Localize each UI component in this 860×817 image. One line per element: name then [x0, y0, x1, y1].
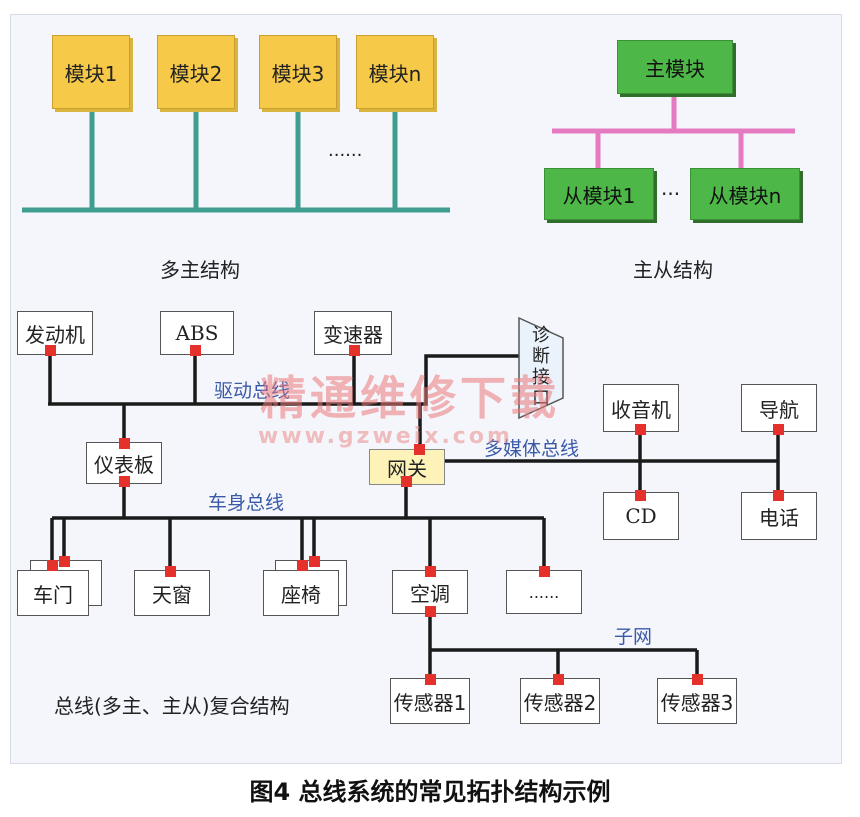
master-slave-bus — [552, 94, 795, 168]
multimedia-bus-label: 多媒体总线 — [484, 438, 580, 460]
connector-dot — [401, 476, 412, 487]
module-n: 模块n — [356, 35, 434, 109]
watermark-url: www.gzweix.com — [258, 424, 513, 449]
subnet-label: 子网 — [614, 626, 653, 648]
node-engine: 发动机 — [17, 311, 93, 355]
body-bus-label: 车身总线 — [208, 492, 285, 514]
connector-dot — [349, 345, 360, 356]
connector-dot — [425, 566, 436, 577]
node-radio: 收音机 — [603, 384, 679, 432]
connector-dot — [47, 560, 58, 571]
node-nav: 导航 — [741, 384, 817, 432]
slave-ellipsis: ··· — [661, 182, 681, 206]
connector-dot — [635, 490, 646, 501]
node-seat: 座椅 — [263, 570, 339, 616]
composite-bus-lines — [48, 354, 780, 678]
connector-dot — [773, 490, 784, 501]
module-1: 模块1 — [52, 35, 130, 109]
figure-caption: 图4 总线系统的常见拓扑结构示例 — [249, 778, 611, 806]
node-door: 车门 — [17, 570, 89, 616]
node-more: ...... — [506, 570, 582, 614]
master-slave-title: 主从结构 — [633, 258, 713, 282]
module-3: 模块3 — [259, 35, 337, 109]
connector-dot — [425, 606, 436, 617]
connector-dot — [119, 476, 130, 487]
connector-dot — [773, 424, 784, 435]
connector-dot — [309, 556, 320, 567]
connector-dot — [190, 345, 201, 356]
module-2: 模块2 — [157, 35, 235, 109]
multi-master-title: 多主结构 — [160, 258, 240, 282]
connector-dot — [165, 566, 176, 577]
connector-dot — [425, 674, 436, 685]
diag-interface-shape — [518, 316, 564, 420]
drive-bus-label: 驱动总线 — [214, 380, 291, 402]
connector-dot — [59, 556, 70, 567]
connector-dot — [553, 674, 564, 685]
connector-dot — [45, 345, 56, 356]
connector-dot — [539, 566, 550, 577]
composite-title: 总线(多主、主从)复合结构 — [54, 694, 290, 718]
connector-dot — [297, 560, 308, 571]
connector-dot — [119, 438, 130, 449]
node-sensor-3: 传感器3 — [657, 678, 737, 724]
watermark-text: 精通维修下载 — [260, 371, 560, 425]
node-sunroof: 天窗 — [134, 570, 210, 616]
slave-module-1: 从模块1 — [544, 168, 654, 220]
connector-dot — [692, 674, 703, 685]
multi-master-bus — [22, 108, 450, 213]
master-module: 主模块 — [617, 40, 733, 94]
connector-dot — [635, 424, 646, 435]
node-sensor-1: 传感器1 — [390, 678, 470, 724]
module-ellipsis: ...... — [328, 140, 363, 161]
connector-dot — [414, 444, 425, 455]
slave-module-n: 从模块n — [690, 168, 800, 220]
node-diag-interface: 诊断接口 — [532, 325, 550, 409]
